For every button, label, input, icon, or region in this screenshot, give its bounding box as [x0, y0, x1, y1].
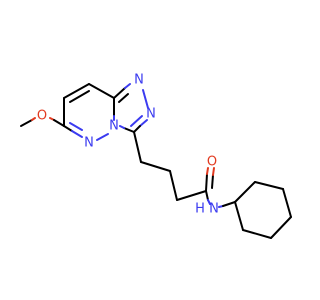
bond-c8a-n1-double [118, 93, 129, 103]
bond-n2-c3-n [139, 119, 148, 127]
bond-ch2a-ch2b [140, 161, 171, 172]
atom-bridge-n: N [109, 119, 119, 134]
bond-bridge-npyr [96, 133, 109, 141]
bond-cy5 [242, 229, 272, 239]
bond-c6-npyr-double [69, 122, 83, 131]
atom-amide-h: H [195, 202, 205, 217]
bond-n1-n2 [142, 89, 149, 109]
bond-co-o [205, 173, 208, 192]
atom-methoxy-o: O [37, 109, 47, 124]
bond-cy1 [234, 181, 256, 203]
bond-c6-npyr [63, 125, 73, 132]
bond-cy3 [282, 188, 292, 218]
atom-triazole-n2: N [146, 107, 156, 122]
bond-co-o-double [211, 174, 214, 189]
bond-o-ring [53, 119, 65, 127]
bond-n2-c3-double [130, 115, 143, 127]
bond-c5-c4-double [69, 90, 90, 103]
bond-ch2b-ch2c [169, 170, 178, 201]
bond-methyl-o [20, 119, 33, 127]
bond-co-o-red [206, 167, 209, 175]
bond-co-o-double-red [212, 167, 215, 176]
bond-co-n [205, 190, 209, 201]
bond-c5-c4 [63, 83, 90, 99]
bond-n2-c3 [133, 125, 141, 133]
atom-triazole-n1: N [134, 73, 144, 88]
bond-cy4 [270, 216, 292, 239]
bond-c3-bridge [123, 127, 135, 133]
bond-cy6 [234, 201, 244, 231]
bond-c3-bridge-n [119, 125, 125, 129]
bond-co-n-n [207, 199, 211, 205]
bond-cy2 [254, 181, 284, 190]
bond-c8a-n1 [113, 87, 126, 99]
atom-pyridazine-n: N [84, 136, 94, 151]
bond-methyl-o-red [31, 117, 36, 121]
atom-carbonyl-o: O [207, 155, 217, 170]
molecule-svg: O N N N N O N H [20, 73, 292, 239]
bond-c8a-n1-n [124, 83, 131, 89]
atom-amide-n: N [209, 202, 219, 217]
bond-c6-npyr-n [71, 130, 83, 138]
bond-c4-c8a [88, 83, 115, 99]
bond-ch2c-co [176, 190, 207, 201]
molecule-structure: O N N N N O N H [20, 73, 292, 239]
bond-c3-ch2a [133, 131, 142, 163]
bond-n-cy-c [222, 201, 236, 207]
